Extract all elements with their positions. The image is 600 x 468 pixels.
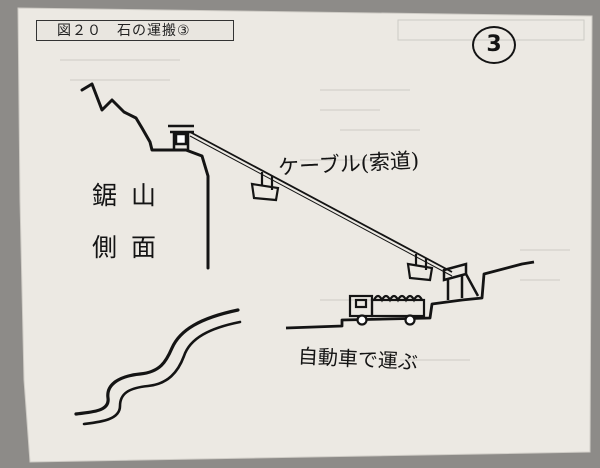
- cable-line-2: [189, 135, 453, 277]
- gondola-lower: [406, 254, 434, 282]
- lower-station: [442, 262, 480, 300]
- paper-sheet: [17, 7, 593, 463]
- mountain-side-label-1: 鋸山: [92, 181, 171, 210]
- mountain-cliff-outline: [80, 82, 210, 270]
- truck-transport-label: 自動車で運ぶ: [297, 343, 419, 375]
- figure-title: 図２０ 石の運搬③: [36, 20, 234, 41]
- winding-road-edge: [82, 320, 242, 426]
- mountain-side-label-2: 側面: [92, 233, 171, 262]
- right-ground-outline: [285, 260, 535, 330]
- cable-line: [189, 131, 453, 273]
- winding-road: [74, 308, 240, 416]
- truck: [348, 294, 426, 326]
- number-badge: 3: [472, 26, 516, 64]
- gondola-upper: [250, 172, 280, 202]
